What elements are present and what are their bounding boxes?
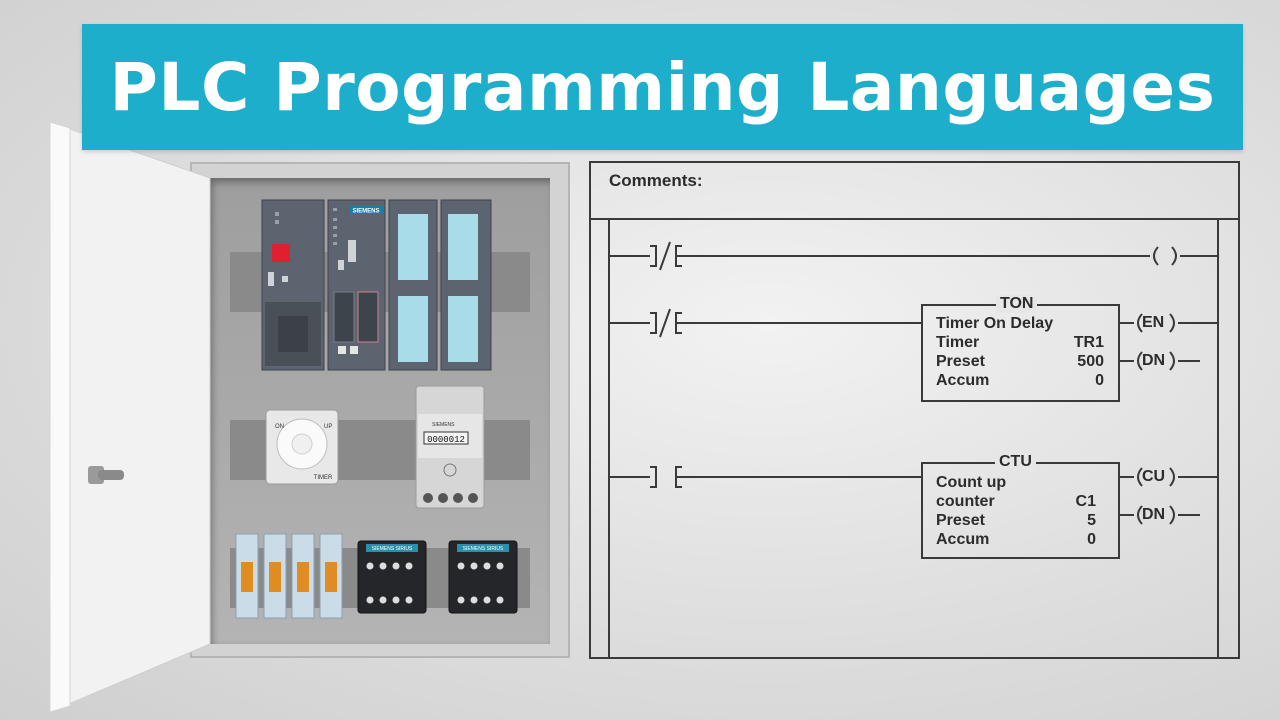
ton-output-dn: DN [1142,352,1166,369]
title-banner: PLC Programming Languages [82,24,1243,150]
ton-row-label: Preset [936,353,985,370]
output-coil [1153,246,1159,266]
rung-1 [609,241,1218,271]
ton-row-value: 0 [1095,372,1104,389]
ton-output-en: EN [1142,314,1165,331]
ton-row-label: Timer [936,334,980,351]
ctu-row-label: counter [936,493,995,510]
rung-2 [609,304,1218,402]
ton-row-label: Timer On Delay [936,315,1054,332]
ton-row-label: Accum [936,372,990,389]
ctu-row-value: 0 [1087,531,1096,548]
ton-block-title: TON [996,295,1038,313]
ctu-block-title: CTU [995,453,1036,471]
ctu-row-label: Accum [936,531,990,548]
ctu-row-value: 5 [1087,512,1096,529]
page-title: PLC Programming Languages [109,48,1216,126]
ton-row-value: 500 [1077,353,1104,370]
ctu-output-dn: DN [1142,506,1166,523]
ladder-frame [589,161,1240,659]
ctu-row-value: C1 [1075,493,1096,510]
comments-label: Comments: [609,171,703,190]
ctu-row-label: Count up [936,474,1007,491]
rung-3 [609,462,1218,559]
ctu-output-cu: CU [1142,468,1166,485]
ton-row-value: TR1 [1073,334,1104,351]
ctu-row-label: Preset [936,512,985,529]
